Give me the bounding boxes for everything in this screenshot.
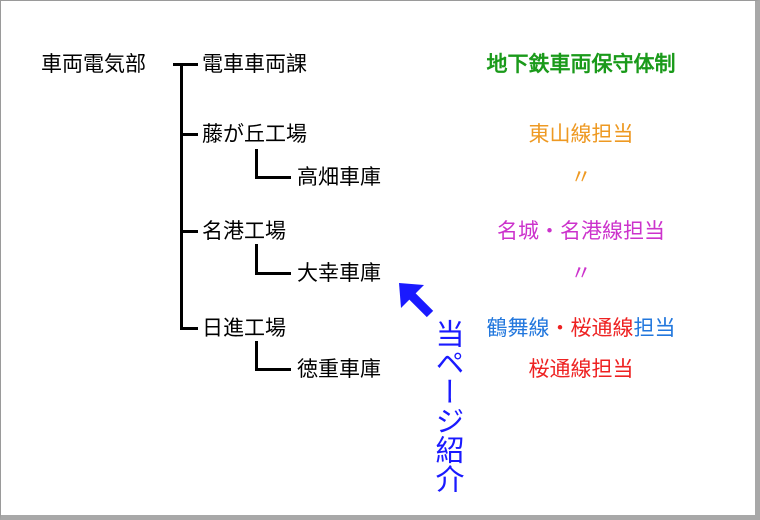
factory3-node: 日進工場	[202, 316, 286, 340]
tsurumai-text: 鶴舞線	[486, 316, 550, 340]
dept-node: 電車車両課	[202, 52, 307, 76]
factory2-node: 名港工場	[202, 219, 286, 243]
sub-branch-2	[255, 272, 291, 275]
sakuradori-text: 桜通線	[570, 316, 634, 340]
factory1-node: 藤が丘工場	[202, 122, 307, 146]
branch-dept	[180, 63, 198, 66]
main-trunk	[180, 63, 183, 330]
sub-branch-1	[255, 176, 291, 179]
root-node: 車両電気部	[41, 52, 146, 76]
tsurumai-sakuradori-label: 鶴舞線・桜通線担当	[461, 315, 701, 341]
sakuradori-line-label: 桜通線担当	[528, 357, 634, 381]
meijo-meiko-line-label: 名城・名港線担当	[497, 219, 665, 243]
depot1-node: 高畑車庫	[297, 165, 381, 189]
ditto-mark-1: 〃	[570, 165, 592, 189]
sub-trunk-3	[255, 341, 258, 371]
separator-dot: ・	[549, 316, 571, 340]
depot3-node: 徳重車庫	[297, 357, 381, 381]
higashiyama-line-label: 東山線担当	[528, 122, 634, 146]
sub-trunk-1	[255, 149, 258, 179]
branch-factory3	[180, 327, 198, 330]
ditto-mark-2: 〃	[570, 261, 592, 285]
depot2-node: 大幸車庫	[297, 261, 381, 285]
sub-trunk-2	[255, 244, 258, 275]
maintenance-title: 地下鉄車両保守体制	[486, 52, 676, 76]
branch-factory1	[180, 133, 198, 136]
sub-branch-3	[255, 368, 291, 371]
branch-factory2	[180, 230, 198, 233]
this-page-callout: 当ページ紹介	[431, 319, 465, 493]
tanto-text: 担当	[633, 316, 676, 340]
callout-arrow-icon	[399, 283, 434, 318]
